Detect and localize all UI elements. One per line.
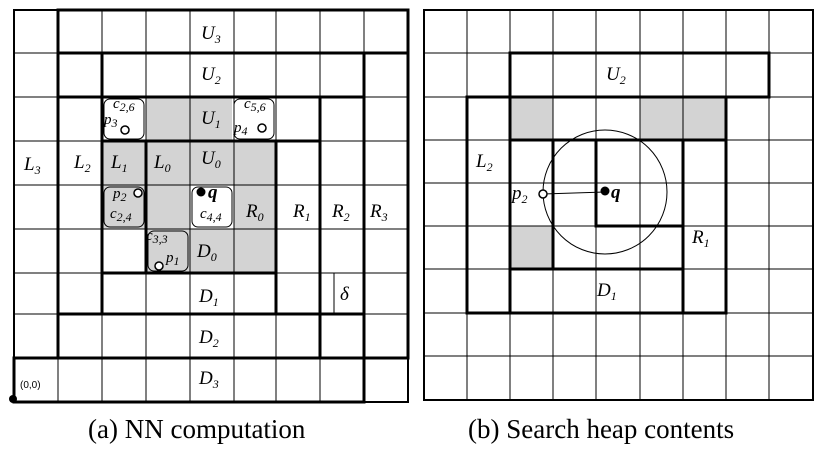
strip-inner-box [144,139,278,275]
label-d2: D2 [198,327,219,350]
label-b-r1: R1 [691,227,710,250]
label-u0: U0 [201,148,221,171]
strip-r1-box [274,139,322,316]
cell-box-c33 [147,230,189,272]
caption-a: (a) NN computation [88,414,306,444]
cell-box-c56 [233,98,275,140]
label-q: q [208,182,218,203]
label-u2: U2 [201,64,221,87]
panel-b: U2 L2 R1 D1 p2 q [423,9,814,401]
label-p4: p4 [233,120,248,138]
strip-r3-box [362,51,410,360]
label-r1: R1 [292,201,311,224]
label-u1: U1 [201,108,221,131]
panel-a-cell-labels: c2,6 c5,6 c2,4 c4,4 c3,3 [110,96,266,246]
point-q [196,187,206,197]
strip-r2-box [318,95,366,360]
label-l0: L0 [153,152,171,175]
strip-d3-box [12,356,366,404]
label-p1: p1 [165,250,180,268]
cell-box-c26 [103,98,145,140]
label-b-d1: D1 [596,280,617,303]
label-b-u2: U2 [606,64,626,87]
strip-d1-box [100,271,278,316]
shaded-row-d0 [146,229,276,273]
label-d0: D0 [196,241,217,264]
point-b-p2 [538,189,548,199]
delta-indicator: δ [329,272,350,315]
label-b-l2: L2 [475,151,493,174]
label-l3: L3 [23,154,41,177]
label-l1: L1 [110,152,128,175]
label-d3: D3 [198,368,219,391]
strip-b-inner-box [551,138,685,271]
label-c33: c3,3 [146,228,168,246]
label-d1: D1 [198,286,219,309]
point-p4 [257,123,267,133]
label-r3: R3 [369,201,388,224]
label-l2: L2 [73,152,91,175]
panel-b-strips [423,9,814,401]
origin-label: (0,0) [20,380,41,391]
cell-c56-bg [232,97,276,141]
strip-u3-box [56,8,410,55]
caption-b: (b) Search heap contents [468,414,734,444]
cell-c23-bg [102,229,146,273]
shaded-b-bottom-left [510,226,553,269]
label-r2: R2 [331,201,350,224]
panel-a-points: p3 p4 p2 p1 q [103,112,267,271]
label-u3: U3 [201,23,221,46]
cell-box-c44 [191,186,233,228]
label-b-p2: p2 [510,183,528,206]
p2-q-segment [542,191,606,195]
strip-b-l2-box [465,95,512,315]
shaded-row-l1-u0 [102,141,276,185]
panel-a-strips [12,8,410,404]
label-b-q: q [611,182,621,203]
point-p2 [133,188,143,198]
panel-a: U3 U2 U1 U0 L3 L2 L1 L0 R0 R1 R2 R3 D0 D… [9,8,410,404]
cell-box-c24 [103,186,145,228]
strip-l2-box [56,51,104,316]
label-c26: c2,6 [113,96,135,114]
origin-point [9,395,17,403]
label-delta: δ [340,284,350,305]
label-c24: c2,4 [110,206,132,224]
label-r0: R0 [245,201,264,224]
label-c44: c4,4 [200,206,222,224]
label-c56: c5,6 [244,96,266,114]
label-p3: p3 [103,112,118,130]
point-b-q [600,186,610,196]
label-p2: p2 [112,186,127,204]
panel-b-labels: U2 L2 R1 D1 p2 q [475,64,710,303]
panel-a-strip-labels: U3 U2 U1 U0 L3 L2 L1 L0 R0 R1 R2 R3 D0 D… [23,23,388,391]
shaded-b-top-left [510,97,553,140]
panel-b-frame [423,9,814,401]
panel-a-cell-boxes [103,98,275,272]
point-p1 [154,261,164,271]
point-p3 [120,125,130,135]
shaded-row-q [102,185,276,229]
